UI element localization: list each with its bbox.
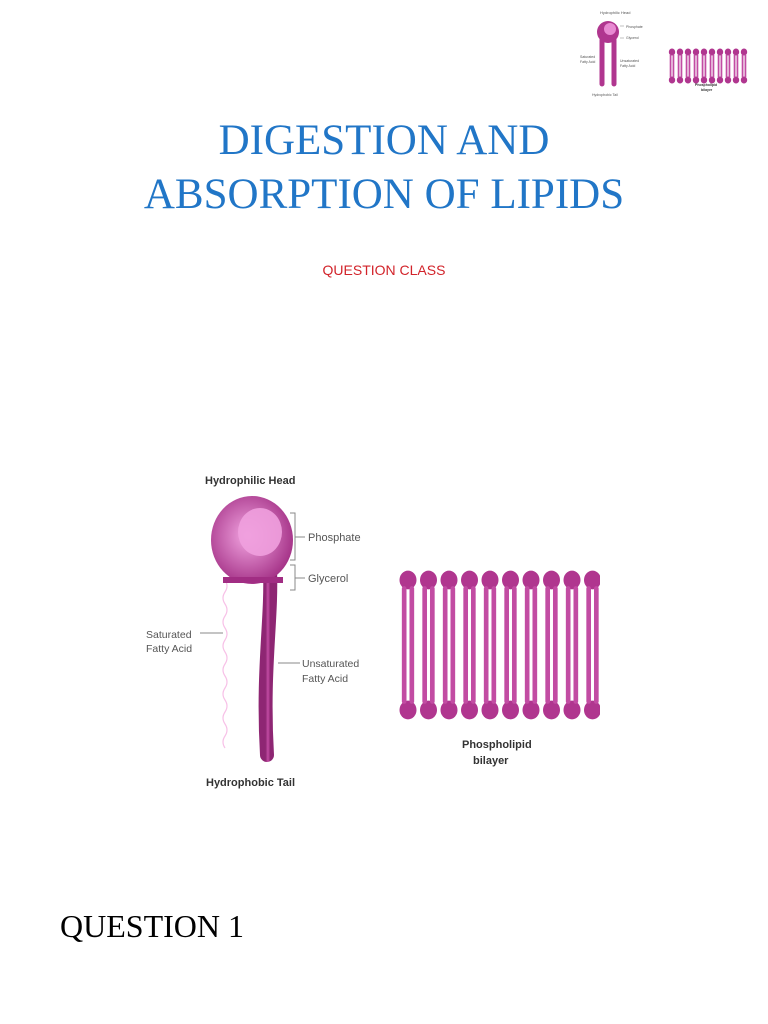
thumbnail-molecule [597,21,624,84]
bilayer-column [677,48,683,83]
thumbnail-saturated-label-2: Fatty Acid [580,60,595,64]
glycerol-label: Glycerol [308,573,348,585]
bilayer-column [725,48,731,83]
saturated-label-2: Fatty Acid [146,643,192,655]
page-title-line-1: DIGESTION AND [219,117,550,164]
bilayer-column [543,571,560,720]
thumbnail-bilayer-label: Phospholipid [695,83,717,87]
thumbnail-unsaturated-label-2: Fatty Acid [620,64,635,68]
page-subtitle: QUESTION CLASS [0,262,768,278]
phosphate-label: Phosphate [308,532,361,544]
bilayer-column [523,571,540,720]
phospholipid-bilayer [400,571,601,720]
thumbnail-phospholipid-diagram: Hydrophilic Head Phosphate Glycerol Satu… [580,8,760,104]
thumbnail-phosphate-label: Phosphate [626,25,643,29]
head-label: Hydrophilic Head [205,475,295,487]
unsaturated-label-2: Fatty Acid [302,673,348,685]
bilayer-column [741,48,747,83]
thumbnail-bilayer [669,48,747,83]
question-heading: QUESTION 1 [60,908,244,945]
unsaturated-tail [266,570,271,755]
bilayer-column [502,571,519,720]
page-title: DIGESTION AND ABSORPTION OF LIPIDS [0,114,768,222]
phospholipid-diagram: Hydrophilic Head Phosphate Glycerol Satu… [140,470,600,820]
bilayer-column [564,571,581,720]
thumbnail-saturated-label: Saturated [580,55,595,59]
bilayer-column [669,48,675,83]
bilayer-column [685,48,691,83]
tail-label: Hydrophobic Tail [206,777,295,789]
thumbnail-bilayer-label-2: bilayer [701,88,713,92]
bilayer-column [709,48,715,83]
bilayer-column [441,571,458,720]
bilayer-column [701,48,707,83]
bilayer-column [693,48,699,83]
thumbnail-tail-label: Hydrophobic Tail [592,93,618,97]
bilayer-column [584,571,600,720]
bilayer-column [482,571,499,720]
thumbnail-unsaturated-label: Unsaturated [620,59,639,63]
bilayer-column [400,571,417,720]
bilayer-column [733,48,739,83]
thumbnail-head-label: Hydrophilic Head [600,10,630,15]
bilayer-column [717,48,723,83]
page-title-line-2: ABSORPTION OF LIPIDS [144,171,624,218]
bilayer-column [461,571,478,720]
bilayer-label-2: bilayer [473,755,509,767]
bilayer-column [420,571,437,720]
unsaturated-label: Unsaturated [302,658,359,670]
thumbnail-glycerol-label: Glycerol [626,36,639,40]
phospholipid-molecule [211,496,293,760]
saturated-label: Saturated [146,629,192,641]
bilayer-label: Phospholipid [462,739,532,751]
